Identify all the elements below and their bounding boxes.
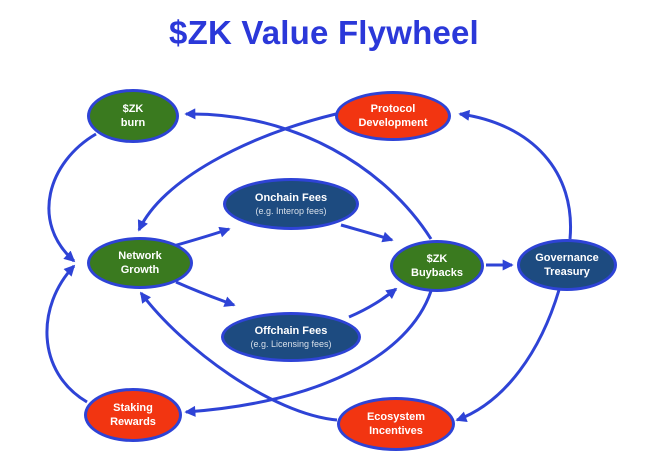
node-sublabel: (e.g. Licensing fees) <box>250 339 332 350</box>
edge-staking-rewards-to-network-growth <box>45 264 88 404</box>
node-label: $ZK Buybacks <box>411 252 463 279</box>
node-label: Onchain Fees <box>254 191 328 204</box>
node-zk-buybacks: $ZK Buybacks <box>390 240 484 292</box>
edge-protocol-development-to-network-growth <box>137 112 337 232</box>
edge-network-growth-to-onchain-fees <box>169 226 231 249</box>
node-label: Ecosystem Incentives <box>366 410 426 437</box>
edge-zk-burn-to-network-growth <box>47 132 97 263</box>
node-label: Offchain Fees <box>254 324 328 337</box>
node-ecosystem-incentives: Ecosystem Incentives <box>337 397 455 451</box>
edge-zk-buybacks-to-staking-rewards <box>184 290 433 417</box>
node-protocol-development: Protocol Development <box>335 91 451 141</box>
node-offchain-fees: Offchain Fees (e.g. Licensing fees) <box>221 312 361 362</box>
node-zk-burn: $ZK burn <box>87 89 179 143</box>
edge-zk-buybacks-to-zk-burn <box>184 108 433 240</box>
node-label: Protocol Development <box>358 102 428 129</box>
node-onchain-fees: Onchain Fees (e.g. Interop fees) <box>223 178 359 230</box>
edge-ecosystem-incentives-to-network-growth <box>139 291 338 422</box>
page-title: $ZK Value Flywheel <box>169 14 479 51</box>
node-label: Network Growth <box>118 249 162 276</box>
edge-onchain-fees-to-zk-buybacks <box>340 223 394 243</box>
edge-offchain-fees-to-zk-buybacks <box>348 287 398 319</box>
node-label: Staking Rewards <box>110 401 156 428</box>
node-governance-treasury: Governance Treasury <box>517 239 617 291</box>
edge-governance-treasury-to-ecosystem-incentives <box>455 289 561 422</box>
node-sublabel: (e.g. Interop fees) <box>255 206 327 217</box>
node-staking-rewards: Staking Rewards <box>84 388 182 442</box>
node-label: Governance Treasury <box>535 251 599 278</box>
node-label: $ZK burn <box>120 102 146 129</box>
edge-network-growth-to-offchain-fees <box>175 280 236 307</box>
edge-governance-treasury-to-protocol-development <box>458 109 573 240</box>
node-network-growth: Network Growth <box>87 237 193 289</box>
